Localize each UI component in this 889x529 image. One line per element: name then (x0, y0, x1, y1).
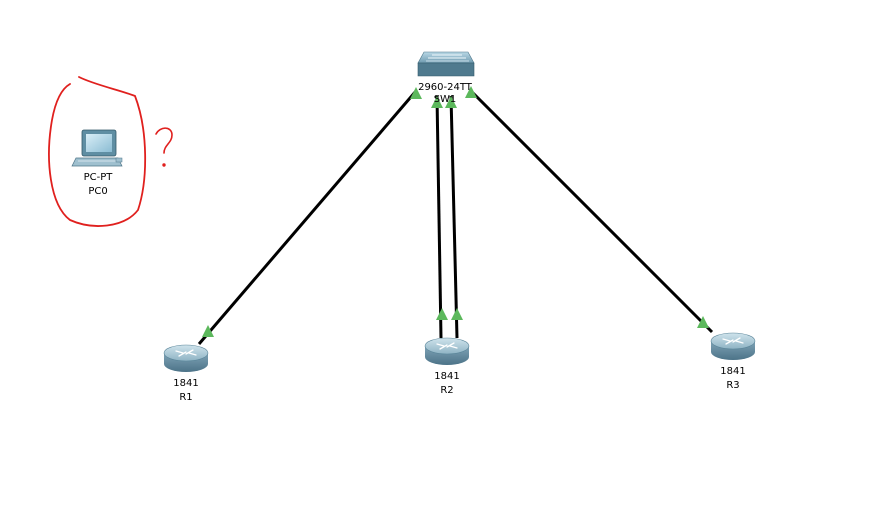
pc-model-label: PC-PT (84, 172, 114, 183)
link-status-markers (202, 86, 709, 337)
router-r1[interactable]: 1841 R1 (163, 344, 209, 403)
router-name-label: R1 (179, 392, 192, 403)
switch-name-label: SW1 (434, 94, 457, 105)
link-up-marker (202, 325, 214, 337)
link-up-marker (697, 316, 709, 328)
link-sw1-r3[interactable] (469, 89, 714, 334)
switch-model-label: 2960-24TT (418, 82, 473, 93)
link-sw1-r2-a[interactable] (435, 95, 443, 339)
link-sw1-r2-b[interactable] (449, 95, 459, 339)
link-up-marker (431, 96, 443, 108)
link-up-marker (465, 86, 477, 98)
router-r2[interactable]: 1841 R2 (424, 337, 470, 396)
link-up-marker (436, 308, 448, 320)
router-model-label: 1841 (434, 371, 459, 382)
pc-pc0[interactable]: PC-PT PC0 (71, 129, 123, 197)
switch-sw1[interactable]: 2960-24TT SW1 (417, 51, 475, 105)
router-icon (424, 337, 470, 365)
link-up-marker (451, 308, 463, 320)
link-sw1-r1[interactable] (197, 90, 418, 345)
hand-drawn-circle-icon (48, 76, 147, 227)
router-model-label: 1841 (173, 378, 198, 389)
router-name-label: R3 (726, 380, 739, 391)
pc-icon (71, 129, 123, 167)
router-icon (163, 344, 209, 372)
router-icon (710, 332, 756, 360)
router-name-label: R2 (440, 385, 453, 396)
pc-name-label: PC0 (88, 186, 107, 197)
switch-icon (417, 51, 475, 77)
annotation-circle (48, 76, 147, 227)
link-up-marker (445, 96, 457, 108)
question-mark-annotation (155, 127, 173, 167)
question-mark-icon (155, 127, 173, 154)
router-r3[interactable]: 1841 R3 (710, 332, 756, 391)
link-up-marker (410, 87, 422, 99)
router-model-label: 1841 (720, 366, 745, 377)
